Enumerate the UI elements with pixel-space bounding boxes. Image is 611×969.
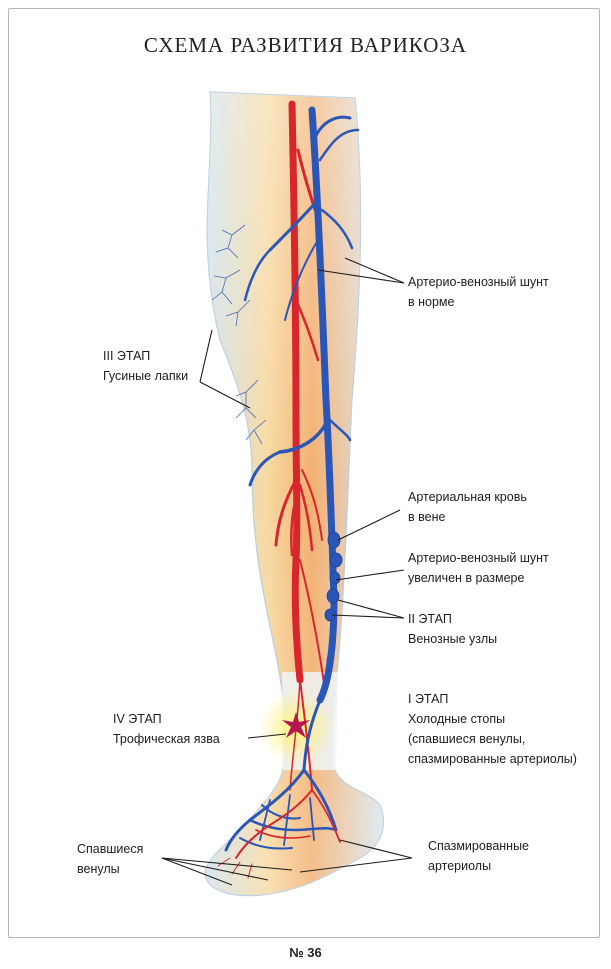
venous-nodes bbox=[324, 531, 343, 622]
label-av-shunt-enlarged: Артерио-венозный шунт увеличен в размере bbox=[408, 551, 549, 585]
label-stage2: II ЭТАП Венозные узлы bbox=[408, 612, 498, 646]
spider-veins bbox=[211, 224, 267, 445]
label-av-shunt-normal: Артерио-венозный шунт в норме bbox=[408, 275, 549, 309]
ulcer-icon bbox=[282, 712, 310, 738]
label-arterial-blood: Артериальная кровь в вене bbox=[408, 490, 527, 524]
foot-vessels bbox=[217, 768, 341, 879]
diagram-title: СХЕМА РАЗВИТИЯ ВАРИКОЗА bbox=[143, 33, 468, 57]
label-collapsed-venules: Спавшиеся венулы bbox=[77, 842, 144, 876]
page-number: № 36 bbox=[289, 945, 322, 960]
label-spasmed-arterioles: Спазмированные артериолы bbox=[428, 839, 530, 873]
vein bbox=[243, 106, 360, 772]
label-stage1: I ЭТАП Холодные стопы (спавшиеся венулы,… bbox=[408, 692, 577, 766]
page-border bbox=[8, 8, 600, 938]
leader-lines bbox=[161, 257, 413, 886]
label-stage4: IV ЭТАП Трофическая язва bbox=[113, 712, 220, 746]
label-stage3: III ЭТАП Гусиные лапки bbox=[103, 349, 189, 383]
